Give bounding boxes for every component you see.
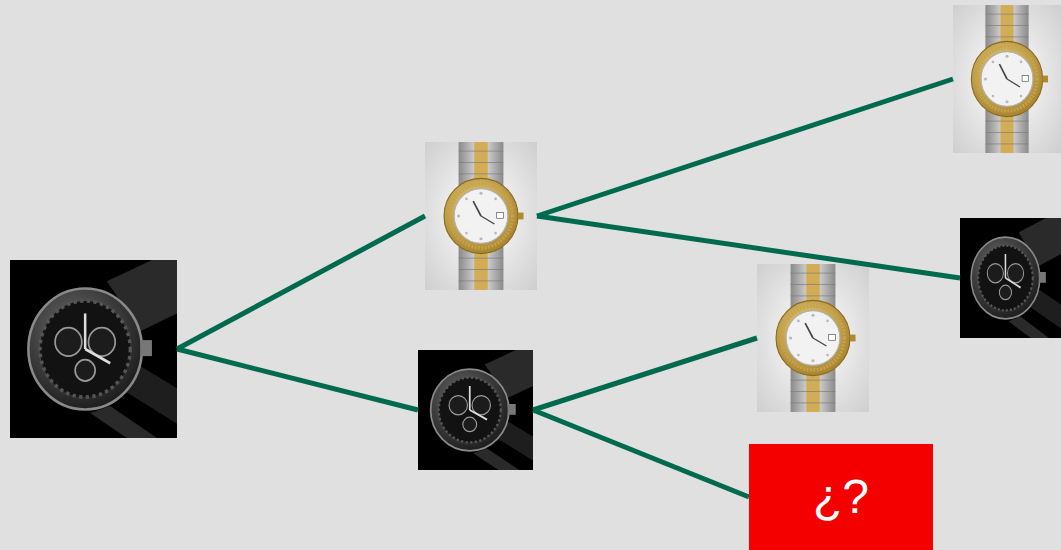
watch-node [10, 260, 177, 438]
tree-branch [177, 216, 425, 349]
watch-node [425, 142, 537, 290]
dress-watch-picture [757, 264, 869, 412]
tree-branch [533, 410, 749, 497]
watch-node [418, 350, 533, 470]
question-box: ¿? [749, 444, 933, 550]
watch-node [953, 5, 1061, 153]
dress-watch-picture [953, 5, 1061, 153]
tree-branch [537, 79, 953, 216]
sport-watch-picture [418, 350, 533, 470]
question-mark-text: ¿? [813, 471, 869, 524]
sport-watch-picture [10, 260, 177, 438]
watch-node [757, 264, 869, 412]
tree-branch [537, 216, 960, 278]
tree-branch [177, 349, 418, 410]
sport-watch-picture [960, 218, 1061, 338]
tree-branch [533, 338, 757, 410]
watch-node [960, 218, 1061, 338]
dress-watch-picture [425, 142, 537, 290]
